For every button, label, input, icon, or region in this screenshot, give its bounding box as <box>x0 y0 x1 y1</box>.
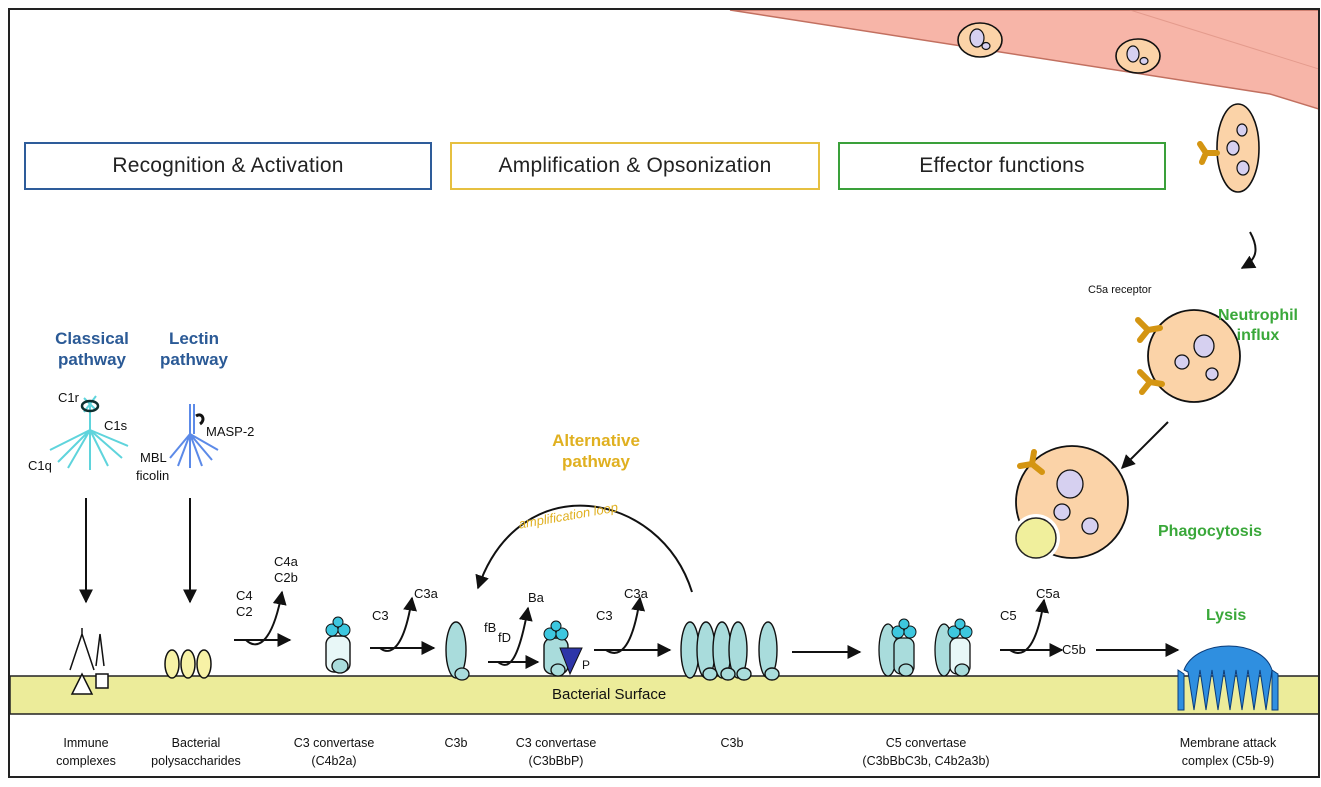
header-amplification-opsonization: Amplification & Opsonization <box>450 142 820 190</box>
c5-convertase-line2: (C3bBbC3b, C4b2a3b) <box>862 754 990 768</box>
lysis-label: Lysis <box>1206 607 1247 624</box>
c5b-label: C5b <box>1062 642 1086 657</box>
c5a-receptor-label: C5a receptor <box>1088 284 1152 296</box>
membrane-attack-complex-line2: complex (C5b-9) <box>1181 754 1275 768</box>
c5a-label: C5a <box>1036 586 1060 601</box>
phagocytosing-neutrophil <box>1012 445 1129 562</box>
c1r-c1s-ring <box>80 399 100 413</box>
bacterium <box>1015 517 1057 559</box>
membrane-attack-complex-line1: Membrane attack <box>1179 736 1277 750</box>
properdin <box>559 647 583 676</box>
alternative-pathway-label: Alternative pathway <box>552 430 640 472</box>
c5-label: C5 <box>1000 608 1017 623</box>
alternative-pathway-line2: pathway <box>561 452 631 471</box>
c2-label: C2 <box>236 604 253 619</box>
c3b-single <box>445 621 470 681</box>
c4a-label: C4a <box>274 554 298 569</box>
classical-pathway-line2: pathway <box>57 350 127 369</box>
immune-complexes-label: Immune complexes <box>56 734 116 770</box>
extravasation-arrow <box>1240 231 1257 269</box>
polysaccharides-label: Bacterial polysaccharides <box>151 734 241 770</box>
lectin-pathway-line1: Lectin <box>168 329 220 348</box>
bacterial-surface-band <box>10 675 1318 715</box>
c1s-label: C1s <box>104 418 128 433</box>
c1-complex <box>49 395 129 470</box>
c2b-label: C2b <box>274 570 298 585</box>
immune-complexes-line2: complexes <box>56 754 116 768</box>
bacterial-surface-label: Bacterial Surface <box>552 686 667 703</box>
influx-to-phagocytosis-arrow <box>1121 421 1169 469</box>
c5-convertase-line1: C5 convertase <box>885 736 967 750</box>
c5-convertase-a <box>878 618 917 677</box>
immune-complex <box>69 628 109 695</box>
ba-label: Ba <box>528 590 544 605</box>
c4-label: C4 <box>236 588 253 603</box>
polysaccharides-line2: polysaccharides <box>151 754 241 768</box>
adhering-neutrophil <box>1197 103 1260 193</box>
c1r-label: C1r <box>58 390 79 405</box>
c3b-label-2-text: C3b <box>720 736 744 750</box>
c3a-label-1: C3a <box>414 586 438 601</box>
lectin-pathway-label: Lectin pathway <box>160 328 228 370</box>
blood-vessel <box>729 10 1318 193</box>
polysaccharides <box>164 649 212 679</box>
diagram-frame: Recognition & Activation Amplification &… <box>8 8 1320 778</box>
c3-label-2: C3 <box>596 608 613 623</box>
c3a-label-2: C3a <box>624 586 648 601</box>
header-effector-functions: Effector functions <box>838 142 1166 190</box>
fb-label: fB <box>484 620 497 635</box>
circulating-neutrophil <box>1115 38 1161 74</box>
c3b-label-2: C3b <box>721 734 744 752</box>
classical-pathway-line1: Classical <box>55 329 129 348</box>
c3-convertase-c3bbbp-line2: (C3bBbP) <box>528 754 584 768</box>
c1q-label: C1q <box>28 458 52 473</box>
c3b-label-1: C3b <box>445 734 468 752</box>
ficolin-label: ficolin <box>136 468 170 483</box>
c3-convertase-c4b2a-line2: (C4b2a) <box>311 754 357 768</box>
lectin-pathway-line2: pathway <box>159 350 229 369</box>
polysaccharides-line1: Bacterial <box>171 736 221 750</box>
alternative-pathway-line1: Alternative <box>552 431 640 450</box>
masp2-mark <box>195 413 205 426</box>
mbl-complex <box>169 404 219 468</box>
amplification-loop-arc <box>475 504 693 593</box>
c3-convertase-c4b2a <box>325 616 351 674</box>
c3-convertase-c4b2a-label: C3 convertase (C4b2a) <box>294 734 375 770</box>
phagocytosis-label: Phagocytosis <box>1158 523 1263 540</box>
immune-complexes-line1: Immune <box>63 736 109 750</box>
neutrophil-influx-label: Neutrophil influx <box>1218 306 1298 346</box>
c5-convertase-label: C5 convertase (C3bBbC3b, C4b2a3b) <box>862 734 989 770</box>
properdin-label: P <box>582 658 591 672</box>
c5-convertase-b <box>934 618 973 677</box>
c3b-label-1-text: C3b <box>444 736 468 750</box>
membrane-attack-complex <box>1177 645 1279 711</box>
c3-label-1: C3 <box>372 608 389 623</box>
membrane-attack-complex-label: Membrane attack complex (C5b-9) <box>1180 734 1277 770</box>
masp2-label: MASP-2 <box>206 424 255 439</box>
header-recognition-activation: Recognition & Activation <box>24 142 432 190</box>
c3-convertase-c3bbbp-label: C3 convertase (C3bBbP) <box>516 734 597 770</box>
circulating-neutrophil <box>957 22 1003 58</box>
c3-convertase-c3bbbp <box>543 620 583 677</box>
c3b-cluster <box>680 621 780 681</box>
c3-convertase-c3bbbp-line1: C3 convertase <box>515 736 597 750</box>
fd-label: fD <box>498 630 511 645</box>
neutrophil-influx-cell <box>1135 309 1241 403</box>
mbl-label: MBL <box>140 450 167 465</box>
diagram-graphics <box>10 10 1318 715</box>
neutrophil-influx-line2: influx <box>1236 327 1280 344</box>
classical-pathway-label: Classical pathway <box>55 328 129 370</box>
c3-convertase-c4b2a-line1: C3 convertase <box>293 736 375 750</box>
neutrophil-influx-line1: Neutrophil <box>1218 307 1298 324</box>
